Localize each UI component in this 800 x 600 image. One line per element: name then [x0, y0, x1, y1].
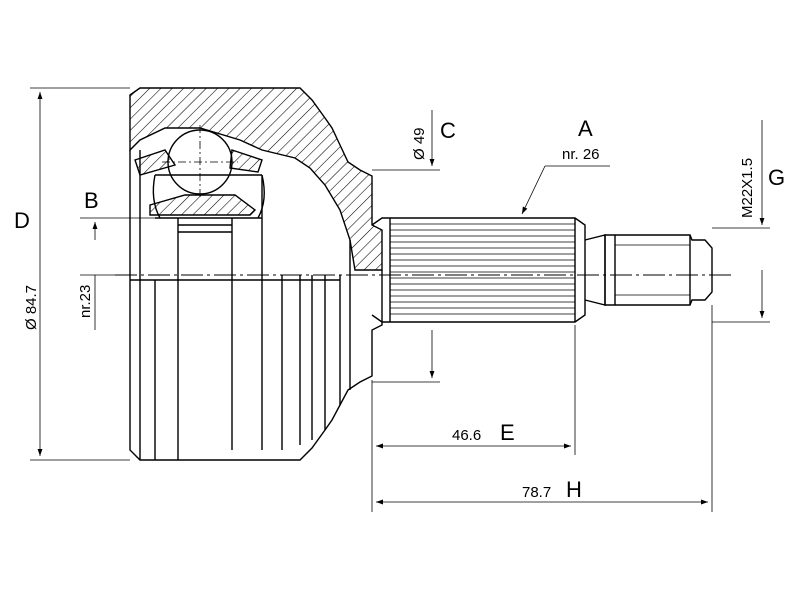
label-e: E [500, 420, 515, 445]
label-b: B [84, 188, 99, 213]
label-a: A [578, 116, 593, 141]
splined-shaft [371, 217, 713, 323]
value-h: 78.7 [522, 484, 551, 501]
spline-lines [390, 223, 575, 315]
label-c: C [440, 118, 456, 143]
dimension-e: 46.6 E [371, 325, 576, 512]
label-d: D [14, 208, 30, 233]
dimension-h: 78.7 H [376, 305, 713, 512]
dimension-d: D Ø 84.7 [14, 87, 130, 461]
value-e: 46.6 [452, 427, 481, 444]
value-c: Ø 49 [411, 127, 428, 160]
joint-housing [129, 87, 383, 461]
value-a: nr. 26 [562, 146, 600, 163]
label-g: G [768, 165, 785, 190]
callout-a: A nr. 26 [521, 116, 610, 215]
value-b: nr.23 [77, 285, 94, 318]
dimension-c: C Ø 49 [372, 110, 456, 383]
value-d: Ø 84.7 [23, 285, 40, 330]
label-h: H [566, 477, 582, 502]
dimension-g: G M22X1.5 [712, 120, 785, 323]
dimension-b: B nr.23 [77, 188, 155, 330]
value-g: M22X1.5 [739, 158, 756, 218]
